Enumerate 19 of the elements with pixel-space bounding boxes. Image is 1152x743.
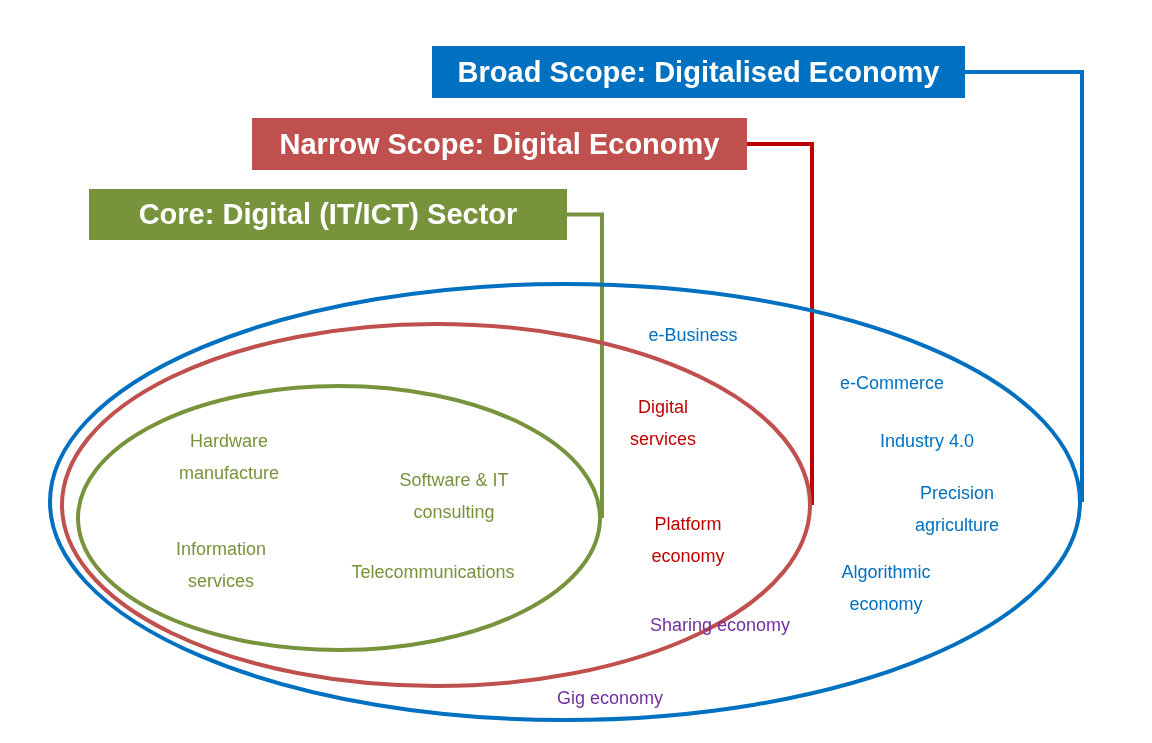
sector-label: Gig economy bbox=[555, 687, 665, 710]
sector-label: Digital services bbox=[629, 396, 697, 451]
sector-label: e-Business bbox=[647, 324, 739, 347]
sector-label: Sharing economy bbox=[648, 614, 792, 637]
sector-label: Precision agriculture bbox=[913, 482, 1000, 537]
sector-label: Telecommunications bbox=[350, 561, 516, 584]
scope-title-box: Narrow Scope: Digital Economy bbox=[252, 118, 747, 170]
sector-label: Information services bbox=[174, 538, 267, 593]
sector-label: Hardware manufacture bbox=[177, 430, 281, 485]
sector-label: Industry 4.0 bbox=[878, 430, 976, 453]
sector-label: Software & IT consulting bbox=[398, 469, 510, 524]
connector-line bbox=[965, 70, 1084, 502]
scope-title-box: Broad Scope: Digitalised Economy bbox=[432, 46, 965, 98]
scope-title-box: Core: Digital (IT/ICT) Sector bbox=[89, 189, 567, 240]
sector-label: Platform economy bbox=[650, 513, 726, 568]
connector-line bbox=[747, 142, 814, 505]
sector-label: Algorithmic economy bbox=[840, 561, 932, 616]
sector-label: e-Commerce bbox=[839, 372, 945, 395]
connector-line bbox=[567, 212, 604, 518]
